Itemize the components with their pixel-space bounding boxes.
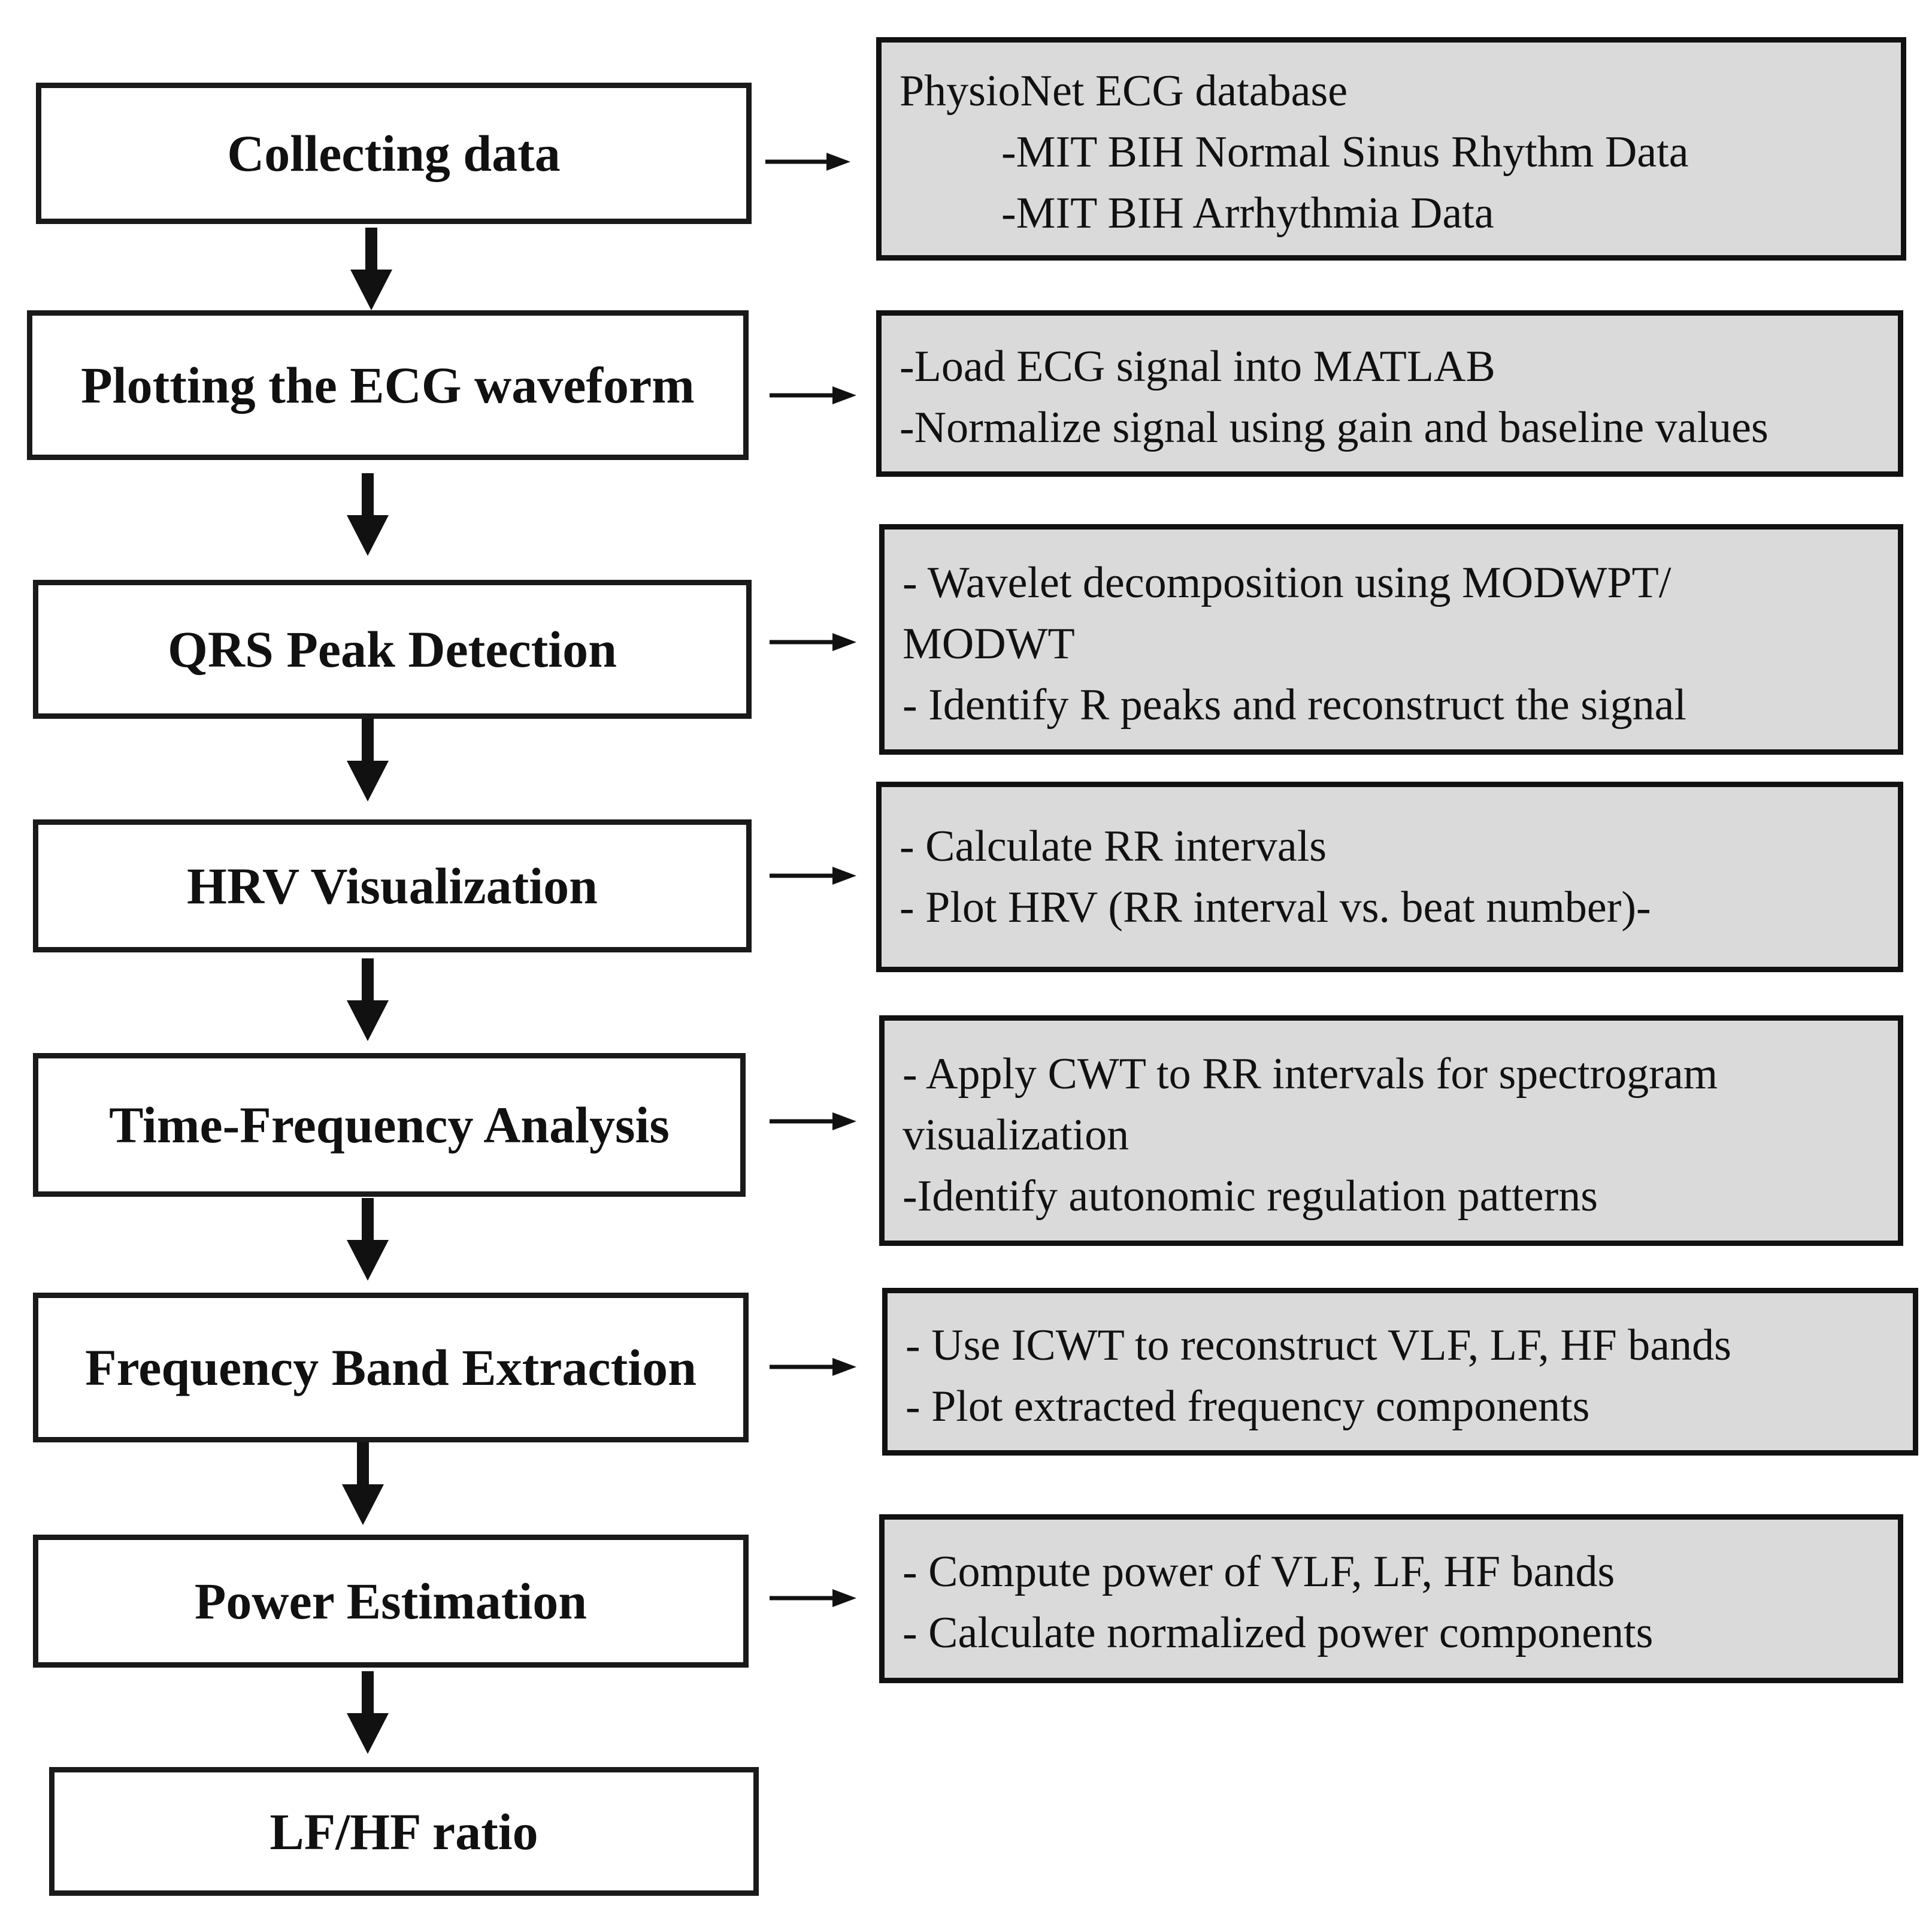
detail-line: - Apply CWT to RR intervals for spectrog… [903, 1049, 1718, 1099]
step-label: Plotting the ECG waveform [81, 356, 695, 414]
detail-time-frequency-analysis: - Apply CWT to RR intervals for spectrog… [879, 1015, 1903, 1246]
detail-line: - Calculate RR intervals [900, 822, 1327, 871]
step-plotting-ecg: Plotting the ECG waveform [27, 310, 749, 460]
down-arrow-3 [347, 719, 389, 801]
down-arrow-4 [347, 958, 389, 1041]
detail-line: - Identify R peaks and reconstruct the s… [903, 680, 1686, 730]
right-arrow-1 [765, 153, 850, 171]
step-label: HRV Visualization [187, 857, 598, 915]
down-arrow-6 [342, 1442, 384, 1525]
right-arrows [765, 153, 856, 1607]
step-label: Power Estimation [194, 1572, 588, 1630]
step-frequency-band-extraction: Frequency Band Extraction [33, 1293, 749, 1442]
step-power-estimation: Power Estimation [33, 1535, 749, 1668]
step-label: QRS Peak Detection [168, 621, 617, 678]
down-arrow-5 [347, 1198, 389, 1281]
step-label: LF/HF ratio [269, 1802, 538, 1860]
detail-line: -Normalize signal using gain and baselin… [900, 403, 1769, 452]
detail-line: PhysioNet ECG database [900, 66, 1348, 116]
right-arrow-5 [770, 1112, 856, 1130]
detail-line: - Calculate normalized power components [903, 1608, 1654, 1657]
step-label: Collecting data [227, 125, 561, 182]
detail-hrv-visualization: - Calculate RR intervals - Plot HRV (RR … [876, 782, 1903, 972]
detail-line: -MIT BIH Arrhythmia Data [1001, 189, 1494, 238]
right-arrow-3 [770, 633, 856, 651]
step-label: Frequency Band Extraction [85, 1339, 697, 1396]
right-arrow-4 [770, 867, 856, 885]
detail-line: -MIT BIH Normal Sinus Rhythm Data [1001, 128, 1689, 177]
right-arrow-2 [770, 386, 856, 404]
right-arrow-7 [770, 1589, 856, 1607]
detail-line: visualization [903, 1111, 1129, 1160]
detail-frequency-band-extraction: - Use ICWT to reconstruct VLF, LF, HF ba… [882, 1288, 1918, 1456]
down-arrow-2 [347, 473, 389, 556]
detail-collecting-data: PhysioNet ECG database -MIT BIH Normal S… [876, 37, 1906, 261]
detail-line: - Wavelet decomposition using MODWPT/ [903, 558, 1671, 607]
step-hrv-visualization: HRV Visualization [33, 819, 752, 952]
detail-line: MODWT [903, 619, 1075, 668]
detail-line: - Plot HRV (RR interval vs. beat number)… [900, 883, 1651, 932]
down-arrow-1 [350, 228, 392, 310]
down-arrows [342, 228, 392, 1754]
detail-power-estimation: - Compute power of VLF, LF, HF bands - C… [879, 1514, 1903, 1683]
detail-plotting-ecg: -Load ECG signal into MATLAB -Normalize … [876, 310, 1903, 477]
detail-line: - Use ICWT to reconstruct VLF, LF, HF ba… [906, 1321, 1731, 1370]
step-qrs-peak-detection: QRS Peak Detection [33, 580, 752, 719]
detail-line: -Load ECG signal into MATLAB [900, 342, 1495, 391]
step-time-frequency-analysis: Time-Frequency Analysis [33, 1053, 746, 1197]
detail-line: - Plot extracted frequency components [906, 1382, 1590, 1431]
down-arrow-7 [347, 1671, 389, 1754]
step-collecting-data: Collecting data [36, 83, 752, 224]
detail-line: - Compute power of VLF, LF, HF bands [903, 1547, 1615, 1596]
detail-line: -Identify autonomic regulation patterns [903, 1172, 1598, 1221]
step-lf-hf-ratio: LF/HF ratio [49, 1767, 759, 1896]
right-arrow-6 [770, 1358, 856, 1376]
step-label: Time-Frequency Analysis [109, 1096, 670, 1154]
detail-qrs-peak-detection: - Wavelet decomposition using MODWPT/ MO… [879, 524, 1903, 755]
